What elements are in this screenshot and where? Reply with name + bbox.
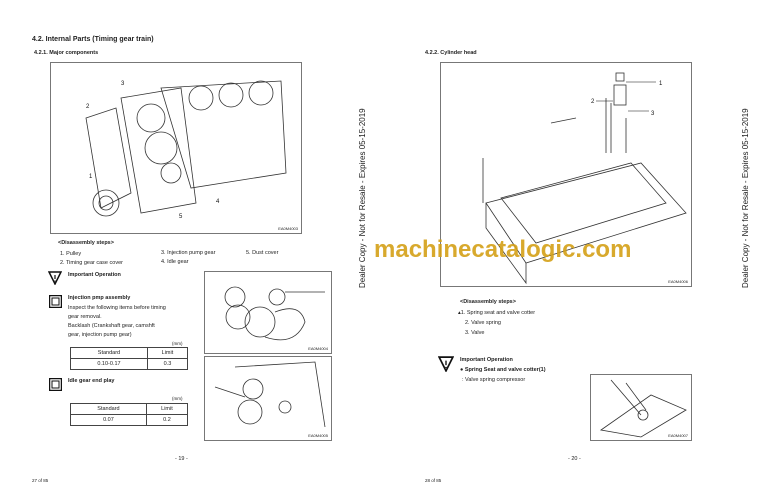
op-item-text: Spring Seat and valve cotter(1) (464, 367, 546, 373)
gear-drawing (214, 361, 326, 428)
pdf-page: 27 of 85 (32, 478, 49, 483)
table-header: Limit (146, 347, 189, 359)
step-item: 3. Injection pump gear (161, 250, 216, 256)
gear-drawing (224, 286, 325, 341)
table-header: Standard (70, 403, 147, 415)
inj-title: Injection pmp assembly (68, 295, 131, 301)
endplay-figure: EA0M4005 (204, 356, 332, 441)
subsection-title: 4.2.1. Major components (34, 50, 99, 56)
steps-title: <Disassembly steps> (58, 240, 114, 246)
figure-code: EA0M4005 (308, 433, 328, 438)
backlash-figure: EA0M4004 (204, 271, 332, 354)
callout-2: 2 (591, 99, 595, 105)
table-cell: 0.2 (145, 414, 189, 426)
important-operation: Important Operation (68, 272, 121, 278)
watermark: machinecatalogic.com (374, 236, 632, 263)
callout-3: 3 (121, 81, 125, 87)
op-tool: : Valve spring compressor (462, 377, 526, 383)
measurement-icon (49, 295, 62, 308)
inj-text: Backlash (Crankshaft gear, camshft (68, 323, 155, 329)
side-notice: Dealer Copy - Not for Resale - Expires 0… (358, 108, 367, 288)
page-number: - 19 - (175, 456, 188, 462)
figure-code: EA0M4007 (668, 433, 688, 438)
step-item: 5. Dust cover (246, 250, 279, 256)
warning-triangle-icon (48, 271, 62, 285)
cylinder-head-drawing: 1 2 3 (482, 72, 687, 285)
table-header: Standard (70, 347, 148, 359)
callout-5: 5 (179, 214, 183, 220)
valve-compressor-figure: EA0M4007 (590, 374, 692, 441)
idle-title: Idle gear end play (68, 378, 115, 384)
step-item: 2. Valve spring (465, 320, 501, 326)
table-cell: 0.3 (146, 358, 189, 370)
cylinder-head-figure: 1 2 3 EA0M4006 (440, 62, 692, 287)
pdf-page: 28 of 85 (425, 478, 442, 483)
step-item: 3. Valve (465, 330, 485, 336)
measurement-icon (49, 378, 62, 391)
callout-3: 3 (651, 111, 655, 117)
section-title: 4.2. Internal Parts (Timing gear train) (32, 36, 154, 43)
step-item: 1. Pulley (60, 251, 82, 257)
inj-text: Inspect the following items before timin… (68, 305, 166, 311)
step-text: 1. Spring seat and valve cotter (460, 310, 536, 316)
important-operation: Important Operation (460, 357, 513, 363)
unit-label: (mm) (172, 396, 183, 401)
table-cell: 0.07 (70, 414, 147, 426)
warning-triangle-icon (438, 356, 454, 372)
step-item: 4. Idle gear (161, 259, 189, 265)
timing-gear-figure: 3 2 1 4 5 EA0M4003 (50, 62, 302, 234)
step-item: ▴1. Spring seat and valve cotter (458, 310, 536, 316)
engine-drawing: 3 2 1 4 5 (85, 80, 287, 220)
steps-title: <Disassembly steps> (460, 299, 516, 305)
callout-1: 1 (89, 174, 93, 180)
inj-text: gear, injection pump gear) (68, 332, 132, 338)
side-notice: Dealer Copy - Not for Resale - Expires 0… (741, 108, 750, 288)
callout-4: 4 (216, 199, 220, 205)
callout-1: 1 (659, 81, 663, 87)
compressor-drawing (599, 379, 687, 438)
subsection-title: 4.2.2. Cylinder head (425, 50, 477, 56)
op-item: ● Spring Seat and valve cotter(1) (460, 367, 546, 373)
table-cell: 0.10-0.17 (70, 358, 148, 370)
callout-2: 2 (86, 104, 90, 110)
figure-code: EA0M4006 (668, 279, 688, 284)
figure-code: EA0M4004 (308, 346, 328, 351)
unit-label: (mm) (172, 341, 183, 346)
step-item: 2. Timing gear case cover (60, 260, 123, 266)
page-number: - 20 - (568, 456, 581, 462)
table-header: Limit (145, 403, 189, 415)
figure-code: EA0M4003 (278, 226, 298, 231)
inj-text: gear removal. (68, 314, 102, 320)
